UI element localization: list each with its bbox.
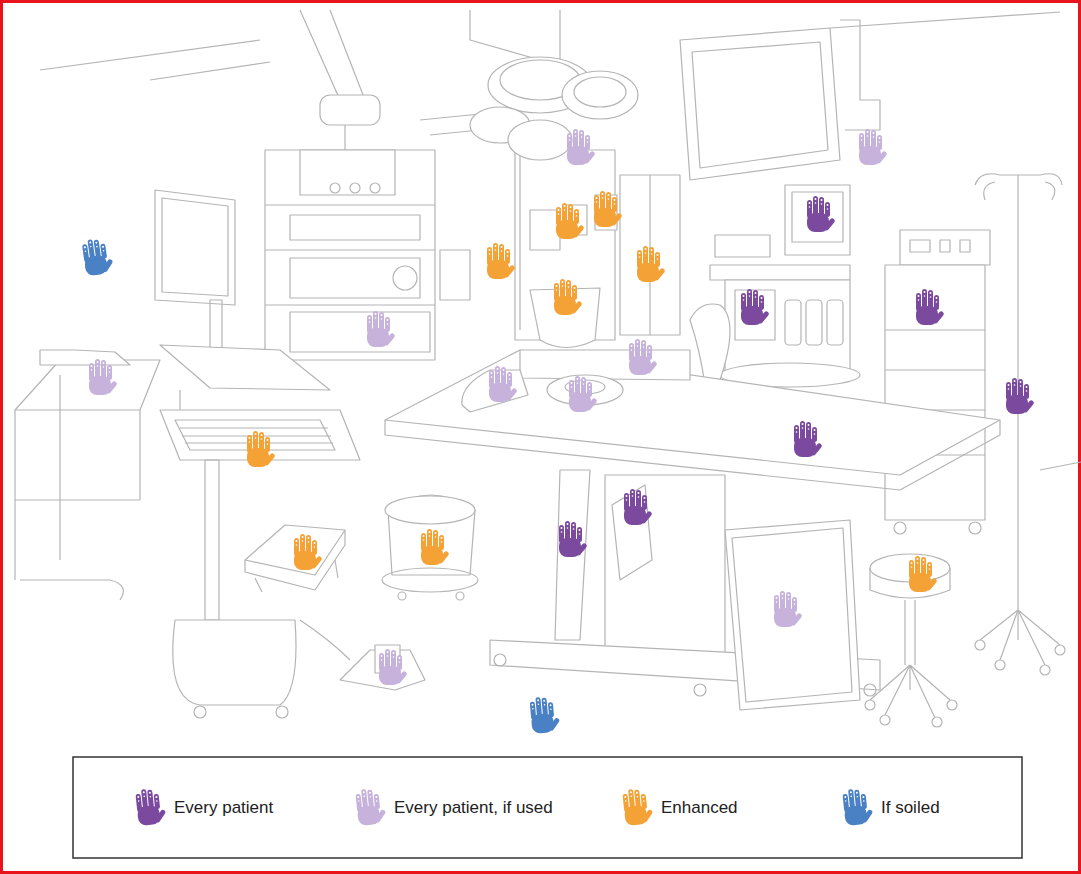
legend-label: Every patient — [174, 798, 273, 818]
legend-label: If soiled — [881, 798, 940, 818]
legend-swatch — [128, 786, 168, 830]
legend-item: Every patient — [128, 786, 273, 830]
legend-label: Every patient, if used — [394, 798, 553, 818]
legend-item: If soiled — [835, 786, 940, 830]
legend-swatch — [615, 786, 655, 830]
legend-swatch — [835, 786, 875, 830]
legend-item: Every patient, if used — [348, 786, 553, 830]
legend-swatch — [348, 786, 388, 830]
legend-item: Enhanced — [615, 786, 738, 830]
legend-label: Enhanced — [661, 798, 738, 818]
